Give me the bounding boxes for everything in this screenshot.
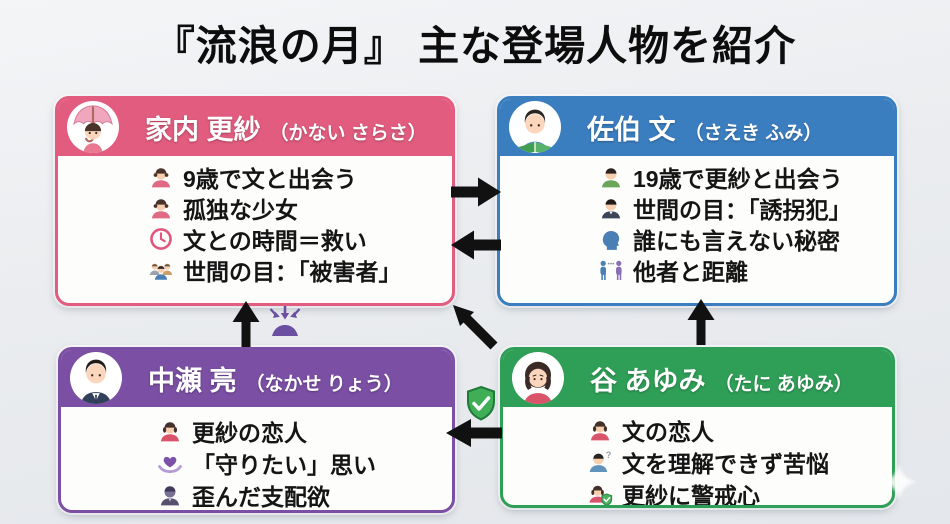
distance-icon [598, 257, 624, 283]
arrow-tani-to-fumi [684, 299, 718, 345]
trait-row: 世間の目：「被害者」 [58, 254, 452, 285]
card-tani: 谷 あゆみ （たに あゆみ） 文の恋人 ? 文を理解できず苦悩 更紗に警戒心 [500, 347, 895, 508]
trait-row: 孤独な少女 [58, 192, 452, 223]
woman-icon [157, 418, 183, 444]
shield-check-icon [464, 385, 498, 423]
card-sarasa-furigana: （かない さらさ） [269, 122, 427, 144]
trait-row: 文との時間＝救い [58, 223, 452, 254]
arrow-fumi-to-sarasa [451, 227, 501, 263]
sparkle-decoration [876, 461, 922, 512]
card-sarasa: 家内 更紗 （かない さらさ） 9歳で文と出会う 孤独な少女 文との時間＝救い … [55, 96, 455, 306]
card-tani-traits: 文の恋人 ? 文を理解できず苦悩 更紗に警戒心 [503, 407, 892, 508]
silhouette-head-icon [598, 226, 624, 252]
trait-text: 文との時間＝救い [183, 227, 367, 254]
suit-man-avatar [70, 352, 122, 404]
card-fumi-header: 佐伯 文 （さえき ふみ） [500, 99, 894, 156]
card-nakase-name: 中瀬 亮 [148, 365, 237, 396]
arrow-nakase-to-sarasa [229, 301, 263, 347]
card-nakase: 中瀬 亮 （なかせ りょう） 更紗の恋人 「守りたい」思い 歪んだ支配欲 [58, 347, 455, 513]
businessman-icon [598, 195, 624, 221]
trait-row: 「守りたい」思い [61, 447, 452, 479]
worried-woman-avatar [512, 352, 564, 404]
svg-text:?: ? [606, 450, 612, 460]
woman-icon [587, 417, 613, 443]
arrow-tani-to-nakase [446, 416, 502, 450]
trait-text: 更紗の恋人 [192, 420, 307, 446]
trait-text: 世間の目：「被害者」 [183, 258, 402, 285]
dark-man-icon [157, 482, 183, 508]
girl-icon [148, 195, 174, 221]
card-sarasa-name: 家内 更紗 [145, 114, 261, 145]
crowd-icon [148, 257, 174, 283]
boy-reading-book-avatar [509, 101, 561, 153]
card-nakase-traits: 更紗の恋人 「守りたい」思い 歪んだ支配欲 [61, 407, 452, 510]
trait-text: 歪んだ支配欲 [192, 484, 330, 510]
trait-row: 19歳で更紗と出会う [500, 161, 894, 192]
trait-row: 世間の目：「誘拐犯」 [500, 192, 894, 223]
card-tani-name: 谷 あゆみ [590, 365, 706, 396]
card-fumi-name: 佐伯 文 [587, 114, 676, 145]
trait-text: 文の恋人 [622, 419, 714, 445]
trait-text: 文を理解できず苦悩 [622, 451, 829, 477]
trait-text: 更紗に警戒心 [622, 483, 760, 508]
card-sarasa-traits: 9歳で文と出会う 孤独な少女 文との時間＝救い 世間の目：「被害者」 [58, 156, 452, 285]
card-tani-furigana: （たに あゆみ） [714, 373, 853, 395]
trait-row: 9歳で文と出会う [58, 161, 452, 192]
boy-icon [598, 164, 624, 190]
card-nakase-furigana: （なかせ りょう） [245, 373, 403, 395]
trait-row: 文の恋人 [503, 414, 892, 446]
card-tani-header: 谷 あゆみ （たに あゆみ） [503, 350, 892, 407]
arrow-sarasa-to-fumi [451, 174, 501, 210]
trait-row: 誰にも言えない秘密 [500, 223, 894, 254]
trait-row: 歪んだ支配欲 [61, 479, 452, 510]
card-fumi: 佐伯 文 （さえき ふみ） 19歳で更紗と出会う 世間の目：「誘拐犯」 誰にも言… [497, 96, 897, 306]
trait-row: 更紗に警戒心 [503, 478, 892, 508]
trait-text: 世間の目：「誘拐犯」 [633, 196, 852, 223]
trait-row: ? 文を理解できず苦悩 [503, 446, 892, 478]
confused-person-icon: ? [587, 449, 613, 475]
girl-icon [148, 164, 174, 190]
trait-row: 他者と距離 [500, 254, 894, 285]
card-fumi-traits: 19歳で更紗と出会う 世間の目：「誘拐犯」 誰にも言えない秘密 他者と距離 [500, 156, 894, 285]
trait-text: 「守りたい」思い [192, 452, 376, 478]
card-nakase-header: 中瀬 亮 （なかせ りょう） [61, 350, 452, 407]
trait-row: 更紗の恋人 [61, 415, 452, 447]
girl-with-umbrella-avatar [67, 101, 119, 153]
trait-text: 9歳で文と出会う [183, 165, 357, 192]
card-fumi-furigana: （さえき ふみ） [684, 122, 823, 144]
page-title: 『流浪の月』 主な登場人物を紹介 [153, 23, 797, 69]
shield-woman-icon [587, 481, 613, 505]
card-sarasa-header: 家内 更紗 （かない さらさ） [58, 99, 452, 156]
pressure-icon [263, 304, 307, 340]
trait-text: 他者と距離 [633, 258, 748, 285]
heart-in-hands-icon [157, 450, 183, 476]
trait-text: 誰にも言えない秘密 [633, 227, 840, 254]
clock-icon [148, 226, 174, 252]
trait-text: 19歳で更紗と出会う [633, 165, 843, 192]
trait-text: 孤独な少女 [183, 196, 298, 223]
arrow-tani-to-sarasa [446, 298, 504, 354]
